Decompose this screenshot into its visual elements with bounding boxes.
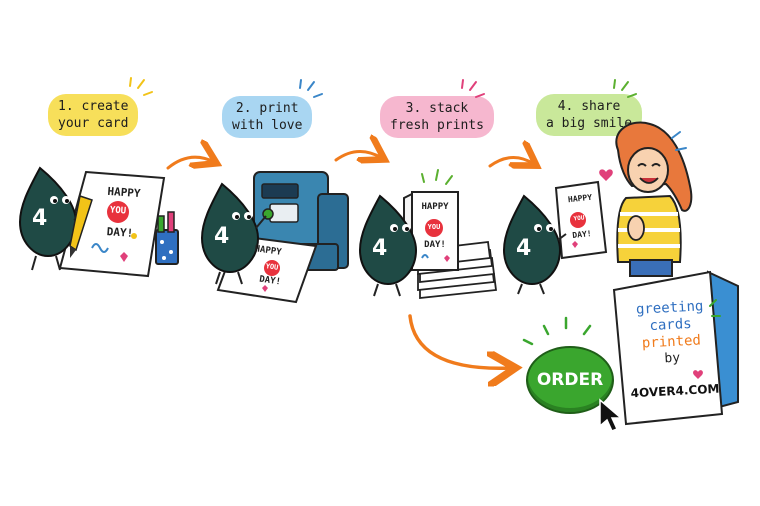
card3-day: DAY! <box>424 240 446 250</box>
sparks-4 <box>613 79 637 98</box>
arrow-1-to-2 <box>166 157 214 170</box>
step-3-line2: fresh prints <box>390 118 484 133</box>
card1-you: YOU <box>109 205 127 217</box>
sparks-person <box>671 131 687 151</box>
step-2-line2: with love <box>232 118 303 133</box>
step-1-line1: 1. create <box>58 99 129 114</box>
arrow-2-to-3 <box>334 151 382 160</box>
step-4-line2: a big smile <box>546 116 633 131</box>
sparks-2 <box>299 79 323 98</box>
step-2-line1: 2. print <box>235 101 299 116</box>
promo-text: greeting cards printed by <box>626 298 715 369</box>
mascot-4-number: 4 <box>516 236 532 261</box>
card1-day: DAY! <box>106 225 134 240</box>
order-button-label: ORDER <box>536 370 604 390</box>
arrow-to-order <box>408 314 512 368</box>
arrow-3-to-4 <box>488 157 534 166</box>
promo-card <box>612 270 739 426</box>
mascot-1-number: 4 <box>32 206 48 231</box>
mascot-3 <box>358 194 418 297</box>
step-1-line2: your card <box>58 116 129 131</box>
mascot-1 <box>18 166 93 271</box>
step-4-line1: 4. share <box>557 99 621 114</box>
mascot-3-number: 4 <box>372 236 388 261</box>
card3-you: YOU <box>427 223 441 231</box>
mascot-2-number: 4 <box>214 224 230 249</box>
step-3-line1: 3. stack <box>405 101 469 116</box>
step-1-label: 1. create your card <box>48 94 139 136</box>
card3-happy: HAPPY <box>421 202 449 212</box>
step-2-label: 2. print with love <box>222 96 313 138</box>
sparks-card-3 <box>421 169 453 185</box>
step-3-label: 3. stack fresh prints <box>380 96 494 138</box>
sparks-1 <box>129 77 153 96</box>
held-card-4 <box>554 180 608 260</box>
sparks-order <box>522 316 592 346</box>
happy-person <box>615 121 693 277</box>
marker-cup <box>155 211 179 265</box>
heart-icon <box>599 169 613 181</box>
cursor-icon <box>599 398 624 432</box>
mascot-2 <box>200 182 267 285</box>
mascot-4 <box>502 194 567 295</box>
sparks-3 <box>461 79 485 98</box>
